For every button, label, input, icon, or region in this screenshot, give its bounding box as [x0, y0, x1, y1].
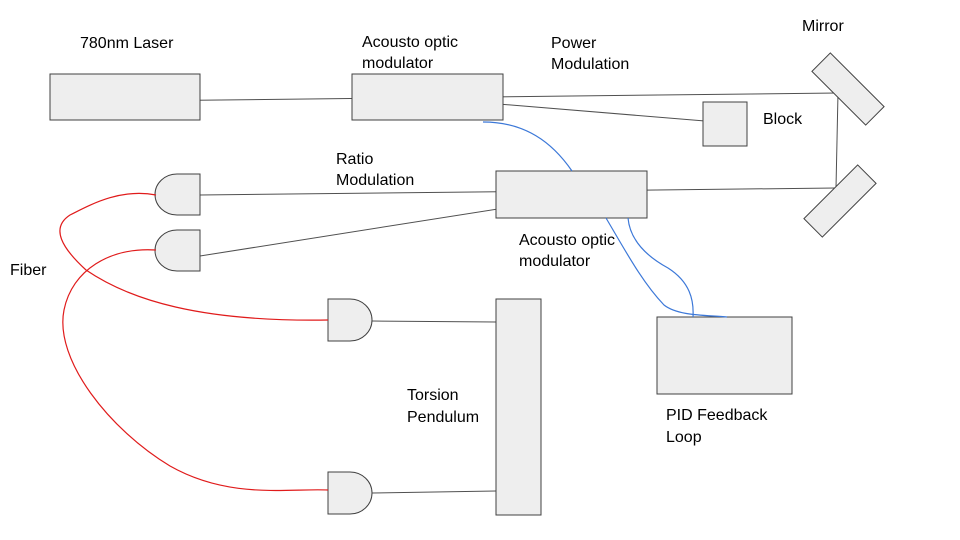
aom-ratio-label-line2: modulator — [519, 253, 591, 270]
laser-label: 780nm Laser — [80, 35, 174, 52]
fiber-1 — [59, 192, 329, 321]
beam-mirror-vertical — [835, 92, 839, 189]
torsion-pendulum-label-line2: Pendulum — [407, 409, 480, 426]
power-modulation-label-line2: Modulation — [551, 56, 630, 73]
rf-cable-aom2-to-pid-2 — [627, 217, 694, 318]
torsion-pendulum-label-line1: Torsion — [407, 387, 459, 404]
detector-2 — [154, 229, 201, 272]
detector-1 — [154, 173, 201, 216]
fiber-label: Fiber — [10, 262, 47, 279]
pid-label-line2: Loop — [666, 429, 702, 446]
aom-ratio-box — [495, 170, 648, 219]
rf-cable-aom2-to-pid-1 — [605, 217, 728, 318]
beam-detector-4-to-pendulum — [371, 490, 497, 494]
pid-box — [656, 316, 793, 395]
mirror-label: Mirror — [802, 18, 844, 35]
laser-box — [49, 73, 201, 121]
aom-power-box — [351, 73, 504, 121]
detector-3 — [327, 298, 373, 342]
mirror-top — [811, 52, 885, 126]
mirror-bottom — [803, 164, 877, 238]
aom-power-label-line2: modulator — [362, 55, 434, 72]
pid-label-line1: PID Feedback — [666, 407, 768, 424]
torsion-pendulum-box — [495, 298, 542, 516]
block-box — [702, 101, 748, 147]
rf-cable-aom1-to-aom2 — [482, 121, 573, 172]
power-modulation-label-line1: Power — [551, 35, 597, 52]
aom-power-label-line1: Acousto optic — [362, 34, 459, 51]
block-label: Block — [763, 111, 803, 128]
aom-ratio-label-line1: Acousto optic — [519, 232, 616, 249]
detector-4 — [327, 471, 373, 515]
ratio-modulation-label-line2: Modulation — [336, 172, 415, 189]
fiber-2 — [62, 249, 329, 492]
ratio-modulation-label-line1: Ratio — [336, 151, 374, 168]
beam-detector-3-to-pendulum — [371, 320, 497, 323]
